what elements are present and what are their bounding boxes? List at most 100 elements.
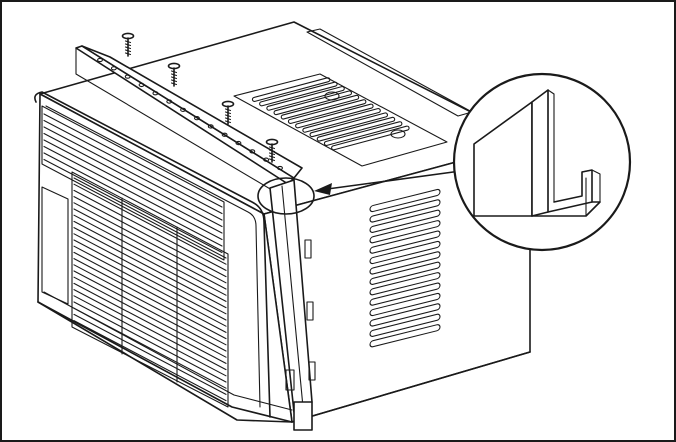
control-panel	[41, 186, 69, 305]
screw-thread	[170, 82, 178, 86]
top-vent-bolt	[390, 129, 406, 139]
grille-slat	[73, 264, 227, 346]
top-vent-slots	[251, 77, 410, 151]
top-louver	[43, 139, 223, 234]
frame-clip	[304, 239, 312, 259]
grille-slat	[73, 177, 227, 259]
screw-thread	[268, 149, 276, 153]
screw-thread	[124, 49, 132, 53]
screw	[167, 62, 181, 87]
grille-slat	[73, 301, 227, 383]
screw-thread	[268, 146, 276, 150]
top-vent-bolt	[324, 91, 340, 101]
rail-hole	[263, 157, 270, 162]
rail-holes	[97, 57, 283, 171]
grille-slat	[73, 289, 227, 371]
screw-thread	[268, 158, 276, 162]
front-grille-outline	[71, 171, 229, 408]
screw	[121, 32, 135, 57]
grille-slat	[73, 239, 227, 321]
rail-hole	[235, 140, 242, 146]
rail-hole	[180, 107, 187, 112]
grille-slat	[73, 270, 227, 352]
grille-slat	[73, 245, 227, 327]
screw-thread	[268, 152, 276, 156]
grille-slat	[73, 320, 227, 402]
channel-profile	[473, 89, 601, 217]
top-louver	[43, 158, 223, 254]
side-vent-slot	[369, 324, 441, 348]
front-grille-lines	[73, 177, 227, 402]
screw	[221, 100, 235, 125]
grille-slat	[73, 295, 227, 377]
screw-thread	[170, 70, 178, 74]
grille-slat	[73, 313, 227, 395]
grille-slat	[73, 233, 227, 315]
top-vent-slot	[323, 121, 403, 146]
front-top-louvers	[41, 105, 225, 261]
screw-thread	[224, 120, 232, 124]
top-vent-slot	[316, 116, 396, 142]
grille-slat	[73, 276, 227, 358]
side-vent-slot	[369, 272, 441, 296]
side-vent-slot	[369, 251, 441, 275]
detail-callout-ring	[257, 177, 315, 215]
rail-hole	[193, 116, 200, 121]
screw	[265, 138, 279, 163]
side-vent-slot	[369, 282, 441, 306]
frame-clip	[308, 361, 316, 381]
side-vent-slot	[369, 313, 441, 337]
top-vent-slot	[280, 94, 360, 120]
rail-hole	[110, 66, 117, 71]
top-louver	[43, 113, 223, 208]
grille-slat	[73, 202, 227, 284]
top-vent-slot	[273, 90, 353, 116]
top-louver	[43, 152, 223, 247]
screw-thread	[124, 43, 132, 47]
top-vent-panel	[233, 73, 448, 167]
rail-hole	[221, 132, 228, 137]
screw-thread	[224, 111, 232, 115]
rail-hole	[152, 91, 159, 96]
top-vent-slot	[295, 103, 374, 129]
screw-thread	[170, 73, 178, 77]
grille-slat	[73, 220, 227, 302]
grille-slat	[73, 282, 227, 364]
side-vent-slot	[369, 199, 441, 223]
screw-thread	[268, 155, 276, 159]
grille-slat	[73, 183, 227, 265]
top-louver	[43, 126, 223, 221]
side-vent-slot	[369, 240, 441, 265]
rail-hole	[207, 124, 214, 129]
screw-thread	[224, 117, 232, 121]
top-louver	[43, 145, 223, 241]
screws	[121, 32, 279, 163]
side-vent-slot	[369, 303, 441, 327]
screw-thread	[170, 76, 178, 80]
side-vent-slot	[369, 230, 441, 254]
screw-thread	[224, 114, 232, 118]
grille-slat	[73, 214, 227, 296]
top-rail	[75, 45, 303, 197]
side-vent	[369, 188, 441, 348]
frame-clip	[285, 369, 295, 391]
screw-thread	[170, 79, 178, 83]
front-bezel	[34, 91, 271, 418]
side-vent-slot	[369, 261, 441, 285]
screw-thread	[124, 40, 132, 44]
front-bezel-inner	[45, 105, 261, 408]
side-curtain-frame	[269, 179, 316, 431]
rail-hole	[138, 82, 145, 88]
screw-thread	[124, 52, 132, 56]
rail-hole	[277, 165, 283, 171]
side-vent-slot	[369, 209, 441, 233]
grille-slat	[73, 196, 227, 278]
top-louver-lines	[43, 113, 223, 254]
top-vent-slot	[266, 85, 345, 111]
top-vent-slot	[251, 77, 331, 102]
side-vent-slot	[369, 292, 441, 317]
magnifier-circle	[452, 72, 632, 252]
top-vent-slot	[309, 112, 389, 138]
